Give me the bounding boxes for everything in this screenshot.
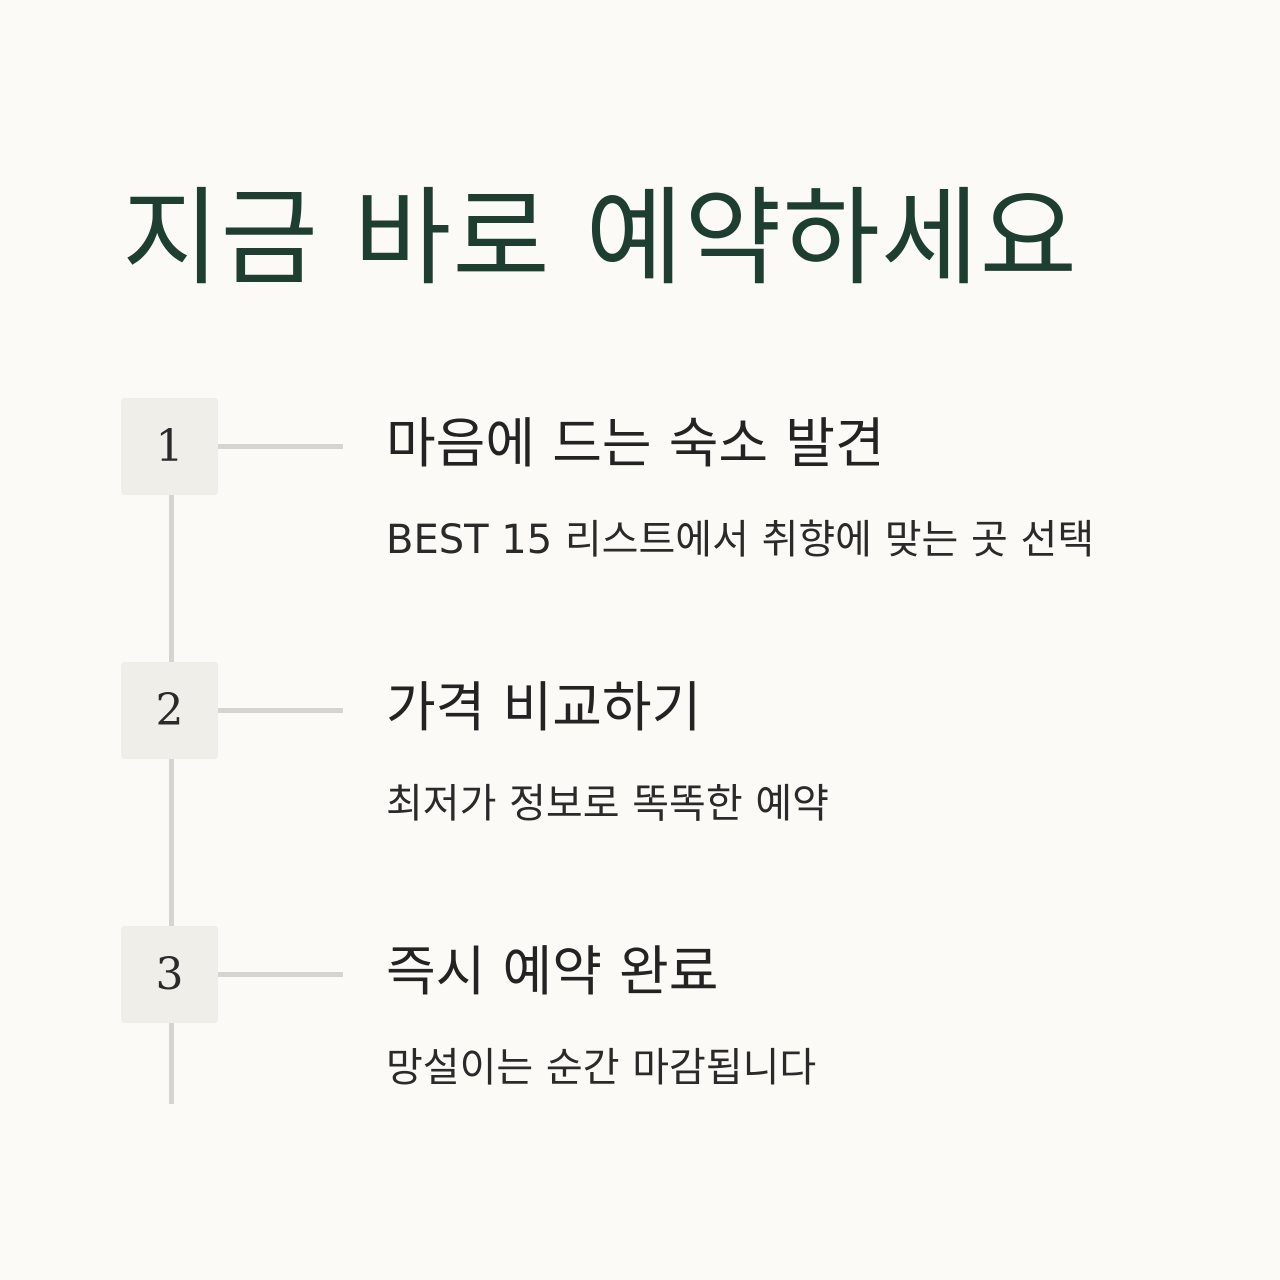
step-item-1: 1 마음에 드는 숙소 발견 BEST 15 리스트에서 취향에 맞는 곳 선택 (0, 398, 1280, 598)
step-connector-line (218, 444, 343, 449)
step-connector-line (218, 972, 343, 977)
step-title: 가격 비교하기 (386, 676, 702, 739)
step-number-badge: 1 (121, 398, 218, 495)
step-number-badge: 2 (121, 662, 218, 759)
page-title: 지금 바로 예약하세요 (122, 177, 1079, 300)
step-title: 즉시 예약 완료 (386, 940, 719, 1003)
step-number-badge: 3 (121, 926, 218, 1023)
step-connector-line (218, 708, 343, 713)
step-item-2: 2 가격 비교하기 최저가 정보로 똑똑한 예약 (0, 662, 1280, 862)
timeline-vertical-line (169, 446, 174, 1104)
step-description: 최저가 정보로 똑똑한 예약 (386, 781, 829, 827)
step-description: 망설이는 순간 마감됩니다 (386, 1045, 817, 1091)
step-item-3: 3 즉시 예약 완료 망설이는 순간 마감됩니다 (0, 926, 1280, 1126)
step-title: 마음에 드는 숙소 발견 (386, 412, 885, 475)
step-description: BEST 15 리스트에서 취향에 맞는 곳 선택 (386, 517, 1095, 563)
